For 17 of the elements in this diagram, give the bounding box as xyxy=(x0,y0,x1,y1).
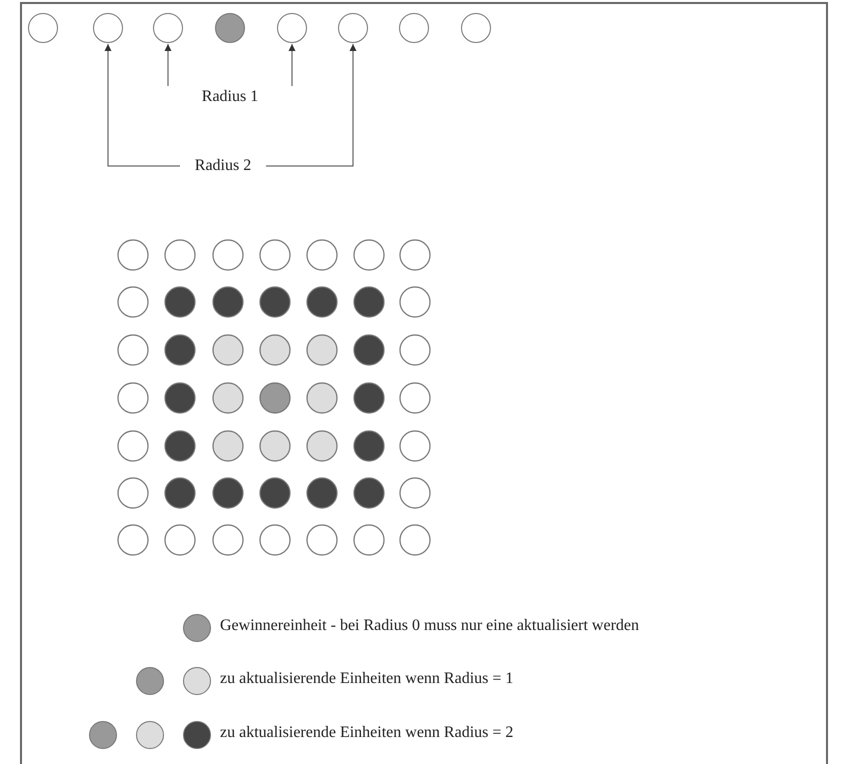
unit-circle xyxy=(461,13,491,43)
arrow xyxy=(288,44,296,86)
unit-circle xyxy=(399,13,429,43)
winner-unit-circle xyxy=(215,13,245,43)
arrow xyxy=(104,44,180,166)
radius-label: Radius 1 xyxy=(160,86,300,108)
unit-circle xyxy=(28,13,58,43)
legend-text: zu aktualisierende Einheiten wenn Radius = 2 xyxy=(220,724,514,742)
legend-text: Gewinnereinheit - bei Radius 0 muss nur eine aktualisiert werden xyxy=(220,617,639,635)
unit-circle xyxy=(338,13,368,43)
arrow xyxy=(266,44,356,166)
unit-circle xyxy=(153,13,183,43)
arrow xyxy=(164,44,172,86)
unit-circle xyxy=(277,13,307,43)
radius-label: Radius 2 xyxy=(180,155,266,177)
unit-circle xyxy=(93,13,123,43)
legend-text: zu aktualisierende Einheiten wenn Radius = 1 xyxy=(220,670,514,688)
